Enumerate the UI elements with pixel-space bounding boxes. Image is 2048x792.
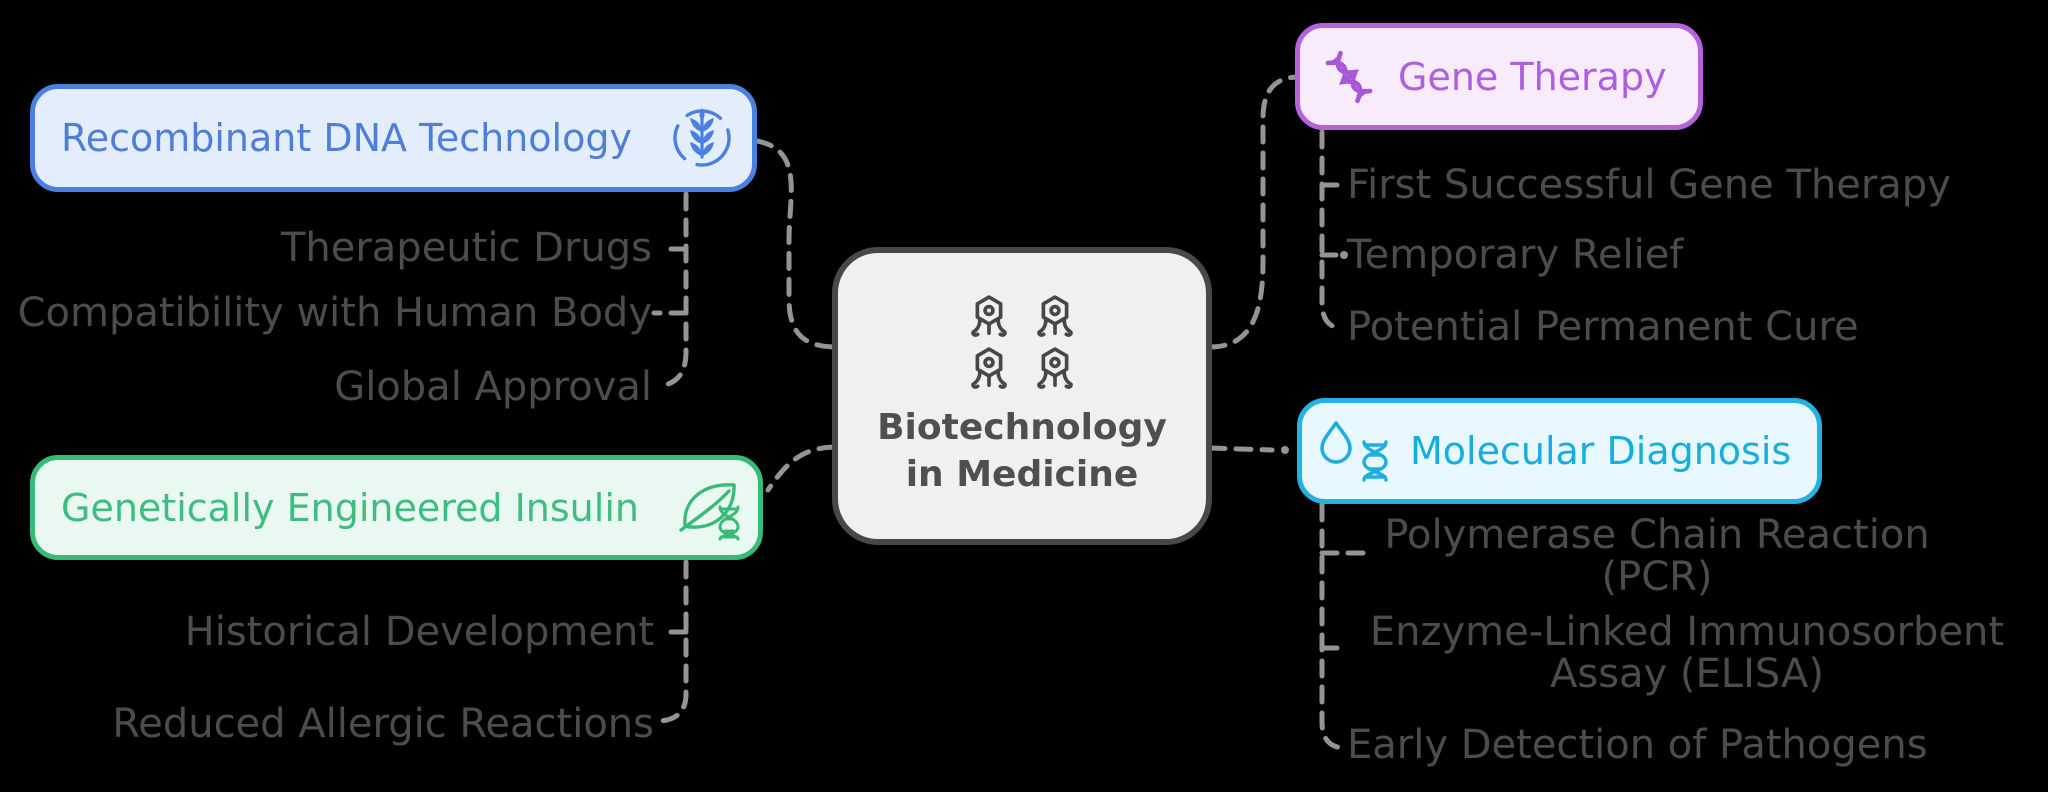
- central-node-biotechnology-in-medicine: Biotechnology in Medicine: [832, 247, 1212, 545]
- branch-recombinant-label: Recombinant DNA Technology: [61, 116, 632, 160]
- phage-icon: [1037, 347, 1073, 389]
- phage-icon: [971, 295, 1007, 337]
- edge-recombinant-children: [655, 191, 689, 389]
- edge-central-insulin: [765, 444, 837, 493]
- central-title-line2: in Medicine: [905, 454, 1139, 495]
- child-reduced-allergic-reactions: Reduced Allergic Reactions: [112, 701, 654, 747]
- child-pcr-line2: (PCR): [1601, 554, 1713, 600]
- edge-insulin-children: [657, 559, 689, 724]
- phage-icon: [971, 347, 1007, 389]
- branch-insulin-label: Genetically Engineered Insulin: [61, 485, 639, 530]
- phage-icons: [967, 294, 1077, 390]
- central-title: Biotechnology in Medicine: [877, 404, 1167, 498]
- wheat-icon: [673, 108, 731, 167]
- droplet-dna-icon: [1320, 421, 1388, 482]
- edge-dot-molecular: [1281, 446, 1289, 454]
- leaf-dna-icon: [679, 482, 740, 540]
- branch-gene-therapy-label: Gene Therapy: [1398, 54, 1667, 99]
- child-global-approval: Global Approval: [334, 364, 652, 410]
- branch-genetically-engineered-insulin: Genetically Engineered Insulin: [30, 455, 763, 560]
- branch-recombinant-dna-technology: Recombinant DNA Technology: [30, 84, 757, 192]
- edge-central-molecular: [1207, 445, 1275, 453]
- edge-dot-temporary: [1340, 251, 1348, 259]
- child-temporary-relief: Temporary Relief: [1347, 232, 1684, 278]
- edge-gene-children: [1319, 129, 1344, 331]
- child-compatibility-with-human-body: Compatibility with Human Body: [17, 290, 652, 336]
- branch-molecular-diagnosis-label: Molecular Diagnosis: [1410, 429, 1792, 473]
- central-title-line1: Biotechnology: [877, 407, 1167, 448]
- edge-recombinant-central: [754, 138, 837, 350]
- child-pcr-line1: Polymerase Chain Reaction: [1384, 512, 1930, 558]
- child-potential-permanent-cure: Potential Permanent Cure: [1347, 304, 1859, 350]
- edge-molecular-children: [1319, 502, 1347, 751]
- child-elisa-line1: Enzyme-Linked Immunosorbent: [1369, 609, 2005, 655]
- branch-gene-therapy: Gene Therapy: [1295, 23, 1703, 130]
- child-first-successful-gene-therapy: First Successful Gene Therapy: [1347, 162, 1951, 208]
- branch-molecular-diagnosis: Molecular Diagnosis: [1297, 398, 1822, 504]
- child-historical-development: Historical Development: [184, 609, 654, 655]
- child-elisa-line2: Assay (ELISA): [1549, 651, 1824, 697]
- child-therapeutic-drugs: Therapeutic Drugs: [280, 225, 652, 271]
- child-polymerase-chain-reaction-pcr: Polymerase Chain Reaction (PCR): [1347, 514, 1967, 598]
- edge-central-gene: [1207, 74, 1300, 350]
- child-enzyme-linked-immunosorbent-assay-elisa: Enzyme-Linked Immunosorbent Assay (ELISA…: [1347, 611, 2027, 695]
- phage-icon: [1037, 295, 1073, 337]
- dna-helix-icon: [1325, 50, 1373, 103]
- child-early-detection-of-pathogens: Early Detection of Pathogens: [1347, 722, 1928, 768]
